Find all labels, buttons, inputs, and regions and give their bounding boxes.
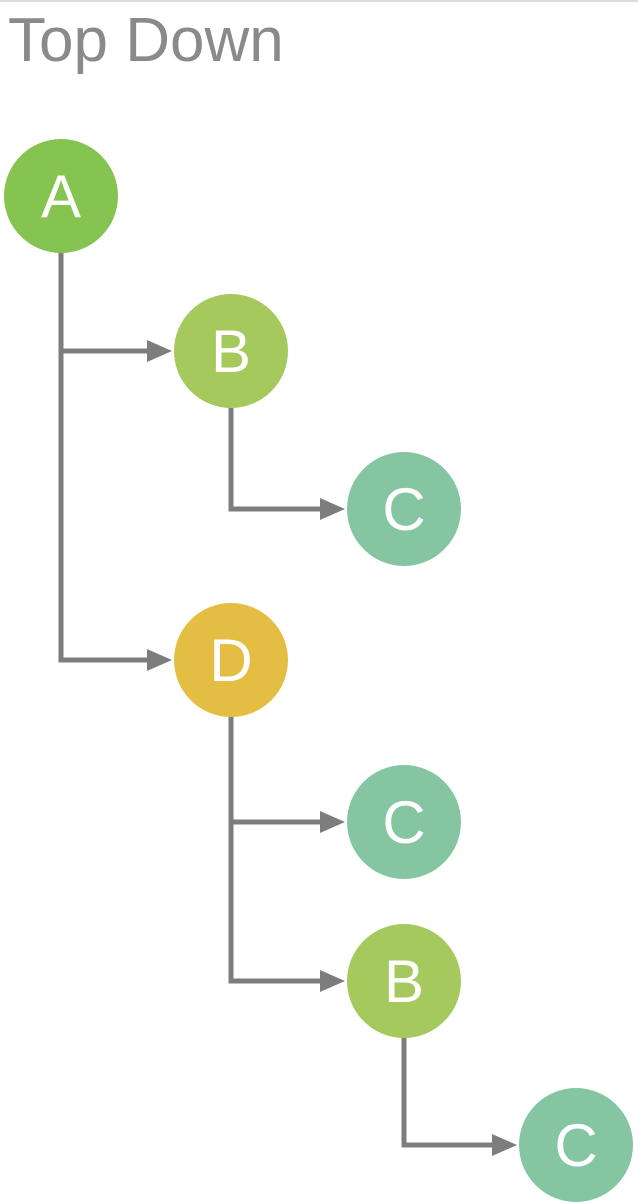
node-circle bbox=[347, 924, 461, 1038]
node-circle bbox=[174, 294, 288, 408]
arrowhead-icon bbox=[320, 970, 345, 992]
node-label: A bbox=[41, 163, 81, 230]
node-B1[interactable]: B bbox=[174, 294, 288, 408]
edge-A-D bbox=[58, 196, 147, 663]
node-label: B bbox=[211, 318, 251, 385]
edge-D-B2 bbox=[228, 660, 320, 984]
node-C1[interactable]: C bbox=[347, 452, 461, 566]
top-divider bbox=[0, 0, 638, 2]
node-label: C bbox=[382, 476, 425, 543]
node-label: C bbox=[382, 789, 425, 856]
arrowhead-icon bbox=[147, 649, 172, 671]
node-A[interactable]: A bbox=[4, 139, 118, 253]
node-circle bbox=[519, 1088, 633, 1202]
node-circle bbox=[347, 452, 461, 566]
node-C3[interactable]: C bbox=[519, 1088, 633, 1202]
node-label: B bbox=[384, 948, 424, 1015]
node-label: C bbox=[554, 1112, 597, 1179]
arrowhead-icon bbox=[492, 1134, 517, 1156]
node-D[interactable]: D bbox=[174, 603, 288, 717]
arrowhead-icon bbox=[147, 340, 172, 362]
node-B2[interactable]: B bbox=[347, 924, 461, 1038]
diagram-title: Top Down bbox=[8, 6, 284, 75]
arrowhead-icon bbox=[320, 811, 345, 833]
node-circle bbox=[347, 765, 461, 879]
node-circle bbox=[174, 603, 288, 717]
arrowhead-icon bbox=[320, 498, 345, 520]
node-label: D bbox=[209, 627, 252, 694]
node-C2[interactable]: C bbox=[347, 765, 461, 879]
node-circle bbox=[4, 139, 118, 253]
